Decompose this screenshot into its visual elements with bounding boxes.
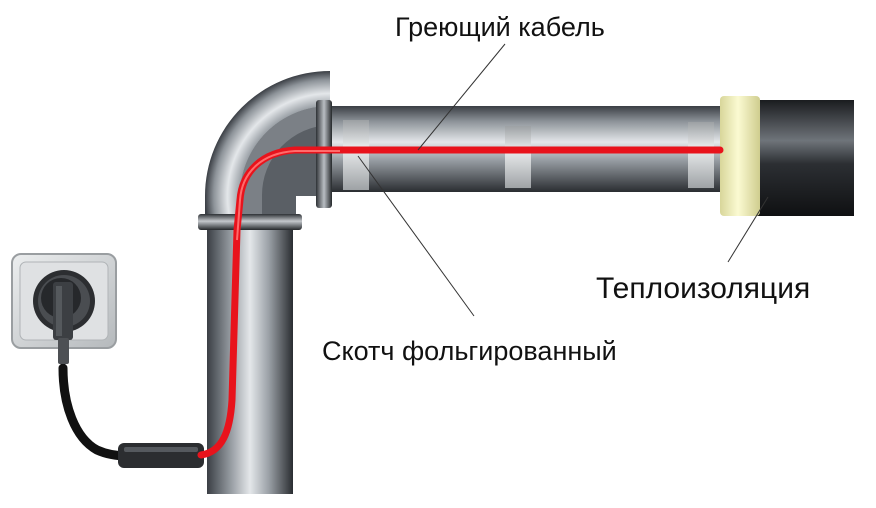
insulation-band: [720, 96, 760, 216]
pipe-elbow: [205, 71, 330, 228]
leader-line-foil-tape: [357, 155, 475, 317]
label-insulation: Теплоизоляция: [596, 272, 811, 305]
vertical-pipe: [207, 228, 293, 494]
label-heating-cable: Греющий кабель: [395, 12, 605, 42]
insulation-sleeve: [756, 100, 854, 216]
cable-coupling-highlight: [124, 447, 198, 452]
plug-icon: [53, 282, 73, 364]
foil-tape-band: [505, 126, 531, 188]
power-cord: [58, 363, 133, 461]
foil-tape-band: [343, 120, 369, 190]
elbow-flange-bottom: [198, 214, 302, 230]
heating-cable-highlight: [236, 150, 340, 241]
pipe-elbow-inner-shade: [240, 106, 330, 228]
leader-line-heating-cable: [417, 43, 506, 151]
leader-line-insulation: [727, 196, 769, 263]
elbow-flange-top: [316, 100, 332, 208]
foil-tape-band: [688, 122, 714, 188]
cable-coupling: [118, 443, 204, 468]
label-foil-tape: Скотч фольгированный: [322, 336, 617, 366]
